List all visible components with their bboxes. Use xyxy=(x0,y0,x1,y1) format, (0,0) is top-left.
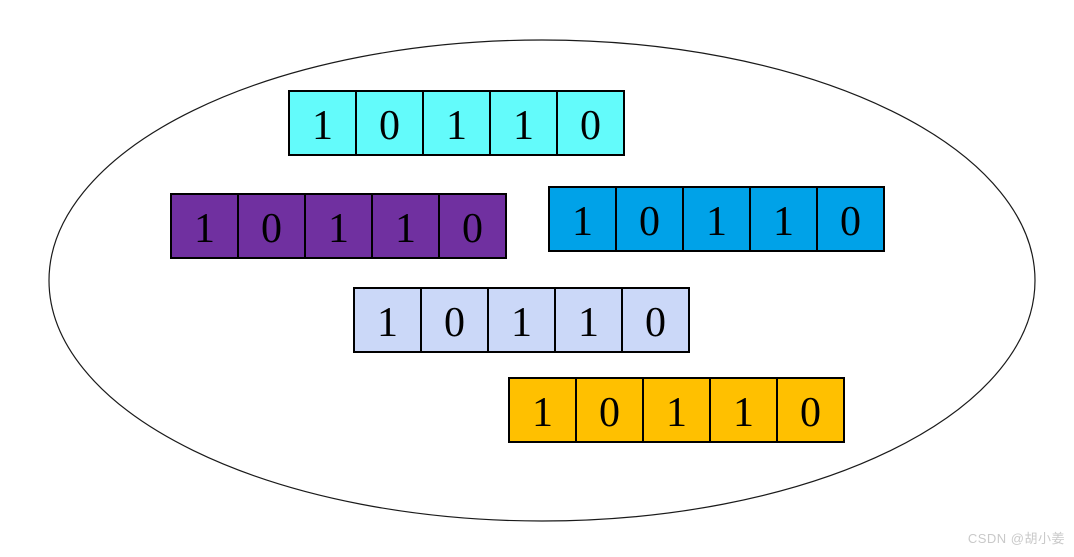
bit-cell: 1 xyxy=(170,193,239,259)
bit-cell: 0 xyxy=(422,287,489,353)
bit-cell: 0 xyxy=(623,287,690,353)
bit-cell: 0 xyxy=(357,90,424,156)
set-ellipse-outline xyxy=(48,39,1036,522)
bit-cell: 1 xyxy=(644,377,711,443)
bit-cell: 0 xyxy=(239,193,306,259)
bit-cell: 1 xyxy=(306,193,373,259)
watermark: CSDN @胡小姜 xyxy=(967,531,1065,546)
bit-cell: 0 xyxy=(577,377,644,443)
bit-cell: 1 xyxy=(424,90,491,156)
bit-cell: 1 xyxy=(711,377,778,443)
bit-cell: 1 xyxy=(508,377,577,443)
bit-cell: 1 xyxy=(491,90,558,156)
bit-cell: 1 xyxy=(489,287,556,353)
bit-cell: 1 xyxy=(288,90,357,156)
bit-cell: 1 xyxy=(373,193,440,259)
bit-cell: 1 xyxy=(548,186,617,252)
bit-cell: 1 xyxy=(556,287,623,353)
bit-cell: 1 xyxy=(684,186,751,252)
bit-cell: 0 xyxy=(778,377,845,443)
bit-cell: 0 xyxy=(617,186,684,252)
bit-cell: 1 xyxy=(353,287,422,353)
bit-cell: 0 xyxy=(440,193,507,259)
bit-cell: 0 xyxy=(558,90,625,156)
bit-cell: 0 xyxy=(818,186,885,252)
bit-cell: 1 xyxy=(751,186,818,252)
